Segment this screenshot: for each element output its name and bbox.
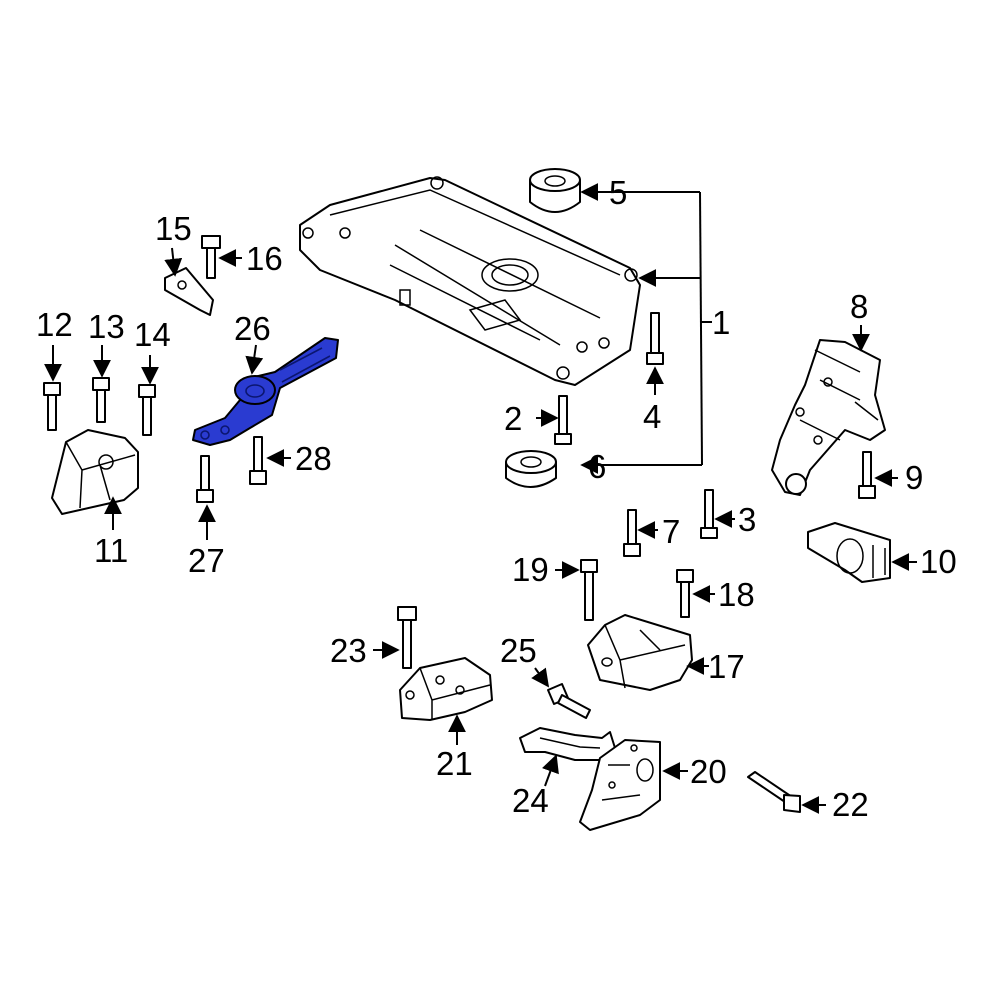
bolt-19-part[interactable] bbox=[580, 559, 598, 621]
callout-11[interactable]: 11 bbox=[94, 532, 128, 569]
bolt-14-part[interactable] bbox=[138, 384, 156, 436]
bolt-7-part[interactable] bbox=[623, 509, 641, 557]
callout-2[interactable]: 2 bbox=[504, 400, 522, 437]
lower-bushing-part[interactable] bbox=[505, 450, 557, 488]
bolt-9-part[interactable] bbox=[858, 451, 876, 499]
callout-22[interactable]: 22 bbox=[832, 786, 869, 823]
callout-12[interactable]: 12 bbox=[36, 306, 73, 343]
bolt-23-part[interactable] bbox=[397, 606, 417, 669]
bolt-18-part[interactable] bbox=[676, 569, 694, 618]
torque-arm-part[interactable] bbox=[192, 337, 339, 446]
callout-leaders bbox=[44, 183, 917, 814]
callout-17[interactable]: 17 bbox=[708, 648, 745, 685]
bolt-2-part[interactable] bbox=[554, 395, 572, 445]
bolt-3-part[interactable] bbox=[700, 489, 718, 539]
subframe-part[interactable] bbox=[299, 176, 641, 386]
callout-7[interactable]: 7 bbox=[662, 513, 680, 550]
bolt-4-part[interactable] bbox=[646, 312, 664, 365]
callout-labels: 1 2 3 4 5 6 7 8 9 10 11 12 13 14 15 16 1… bbox=[36, 174, 957, 823]
callout-26[interactable]: 26 bbox=[234, 310, 271, 347]
link-arm-part[interactable] bbox=[519, 727, 616, 761]
small-mount-part[interactable] bbox=[807, 522, 891, 583]
callout-8[interactable]: 8 bbox=[850, 288, 868, 325]
callout-27[interactable]: 27 bbox=[188, 542, 225, 579]
callout-23[interactable]: 23 bbox=[330, 632, 367, 669]
lower-bracket-part[interactable] bbox=[399, 657, 493, 721]
bolt-25-part[interactable] bbox=[547, 683, 591, 719]
callout-18[interactable]: 18 bbox=[718, 576, 755, 613]
callout-6[interactable]: 6 bbox=[588, 448, 606, 485]
callout-20[interactable]: 20 bbox=[690, 753, 727, 790]
engine-mount-left-part[interactable] bbox=[51, 429, 139, 515]
callout-25[interactable]: 25 bbox=[500, 632, 537, 669]
bracket-20-part[interactable] bbox=[579, 739, 661, 831]
callout-9[interactable]: 9 bbox=[905, 459, 923, 496]
bolt-16-part[interactable] bbox=[201, 235, 221, 279]
callout-28[interactable]: 28 bbox=[295, 440, 332, 477]
upper-bushing-part[interactable] bbox=[529, 168, 581, 213]
bolt-22-part[interactable] bbox=[747, 771, 801, 813]
callout-5[interactable]: 5 bbox=[609, 174, 627, 211]
callout-10[interactable]: 10 bbox=[920, 543, 957, 580]
callout-1[interactable]: 1 bbox=[712, 304, 730, 341]
bolt-27-part[interactable] bbox=[196, 455, 214, 503]
callout-16[interactable]: 16 bbox=[246, 240, 283, 277]
callout-19[interactable]: 19 bbox=[512, 551, 549, 588]
callout-21[interactable]: 21 bbox=[436, 745, 473, 782]
bolt-28-part[interactable] bbox=[249, 436, 267, 485]
bolt-12-part[interactable] bbox=[43, 382, 61, 431]
callout-14[interactable]: 14 bbox=[134, 316, 171, 353]
bracket-part[interactable] bbox=[771, 339, 886, 496]
transmission-mount-part[interactable] bbox=[587, 614, 693, 691]
callout-13[interactable]: 13 bbox=[88, 308, 125, 345]
bolt-13-part[interactable] bbox=[92, 377, 110, 423]
callout-15[interactable]: 15 bbox=[155, 210, 192, 247]
callout-3[interactable]: 3 bbox=[738, 501, 756, 538]
callout-4[interactable]: 4 bbox=[643, 398, 661, 435]
plate-bracket-part[interactable] bbox=[164, 267, 214, 316]
callout-24[interactable]: 24 bbox=[512, 782, 549, 819]
